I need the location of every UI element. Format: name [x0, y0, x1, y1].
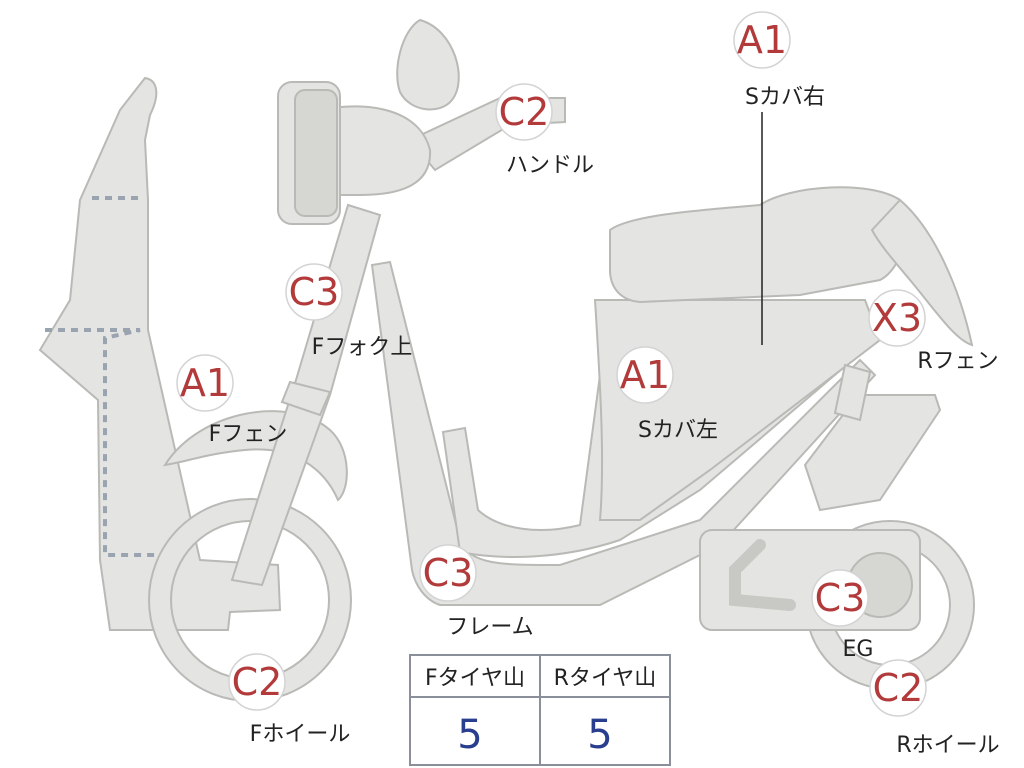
grade-badge — [733, 11, 791, 69]
mirror — [396, 18, 460, 111]
part-label: フレーム — [446, 615, 533, 640]
part-label: Rホイール — [896, 733, 999, 758]
part-label: Fフォク上 — [312, 335, 413, 360]
grade-code: X3 — [872, 296, 922, 340]
exhaust-pipe — [729, 539, 796, 611]
grade-badge — [869, 659, 927, 717]
grade-code: C2 — [232, 660, 283, 704]
grade-code: A1 — [180, 361, 230, 405]
grade-badge — [176, 354, 234, 412]
front-tire-tread-header: Fタイヤ山 — [425, 666, 525, 691]
seat — [609, 186, 908, 304]
callout-handle: C2 ハンドル — [495, 83, 594, 178]
part-label: Sカバ左 — [638, 418, 718, 443]
tire-tread-table: Fタイヤ山 Rタイヤ山 5 5 — [409, 654, 671, 766]
grade-badge — [419, 544, 477, 602]
front-tire-tread-value: 5 — [457, 712, 482, 758]
grade-code: C3 — [423, 551, 474, 595]
fork-clamp — [280, 380, 332, 417]
grade-badge — [811, 569, 869, 627]
grade-code: C2 — [499, 90, 550, 134]
rear-tire-tread-header: Rタイヤ山 — [554, 666, 657, 691]
rear-tire-tread-value: 5 — [587, 712, 612, 758]
part-label: Sカバ右 — [745, 85, 825, 110]
grade-code: C3 — [289, 270, 340, 314]
callouts: A1Sカバ右C2ハンドルC3Fフォク上A1FフェンA1Sカバ左X3RフェンC3フ… — [176, 11, 1000, 758]
grade-badge — [495, 83, 553, 141]
grade-badge — [228, 653, 286, 711]
grade-badge — [616, 346, 674, 404]
callout-frame: C3 フレーム — [419, 544, 534, 640]
grade-code: A1 — [620, 353, 670, 397]
cowl-seam-mid — [45, 328, 165, 557]
headlight-lens — [294, 89, 338, 217]
grade-code: C2 — [873, 666, 924, 710]
front-cowl — [38, 76, 282, 631]
rear-shock — [833, 363, 872, 422]
side-cover — [593, 299, 882, 521]
part-label: Fホイール — [250, 722, 351, 747]
part-label: Rフェン — [917, 349, 998, 374]
part-label: Fフェン — [209, 422, 288, 447]
part-label: ハンドル — [506, 153, 594, 178]
grade-badge — [285, 263, 343, 321]
grade-code: C3 — [815, 576, 866, 620]
part-label: EG — [843, 637, 874, 662]
handlebar-stem — [318, 105, 432, 196]
rear-fender-shape — [870, 198, 974, 347]
grade-code: A1 — [737, 18, 787, 62]
grade-badge — [868, 289, 926, 347]
